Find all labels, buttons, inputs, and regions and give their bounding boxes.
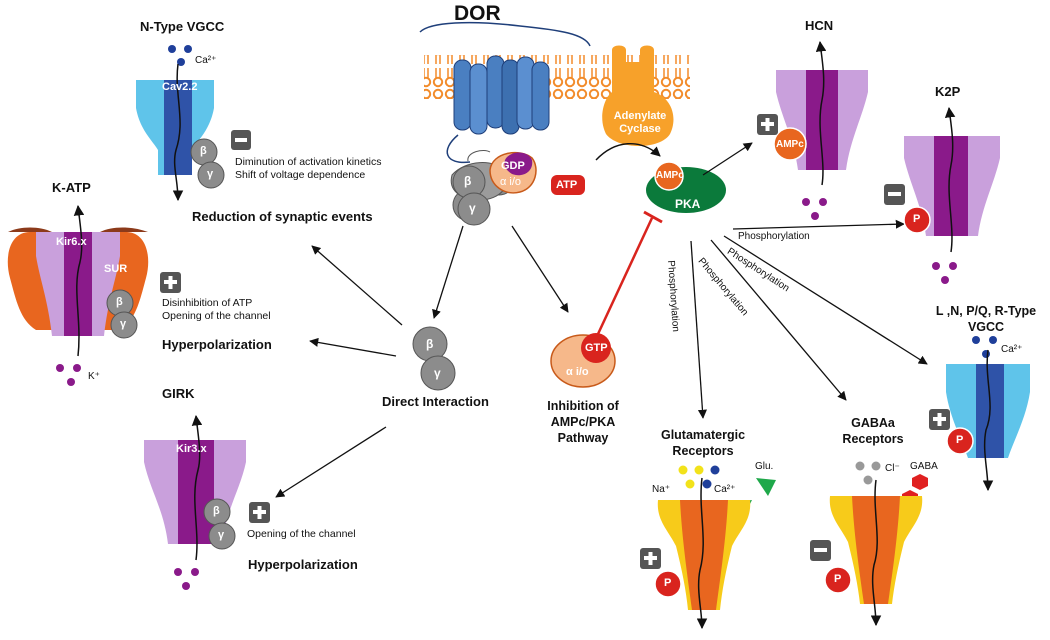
girk-channel xyxy=(144,414,246,590)
gaba-title: GABAa Receptors xyxy=(842,416,904,446)
gaba-p-circle xyxy=(824,566,852,594)
atp-to-pka-arrow xyxy=(595,142,661,161)
pka-ampc-label: AMPc xyxy=(656,170,684,181)
glut-glu-label: Glu. xyxy=(755,461,774,472)
k2p-minus-bar xyxy=(888,192,901,196)
arrow-g-to-inhibition xyxy=(511,225,569,313)
n-type-vgcc-channel xyxy=(136,45,225,202)
girk-result: Hyperpolarization xyxy=(248,557,358,572)
adenylate-cyclase-shape xyxy=(602,45,674,146)
arrow-pka-to-vgcc xyxy=(723,235,928,365)
girk-beta-label: β xyxy=(213,505,220,517)
hcn-ampc-circle xyxy=(773,127,807,161)
glutamatergic-receptor-channel xyxy=(657,465,776,630)
ntype-ion-label: Ca²⁺ xyxy=(195,55,217,66)
hcn-ampc-label: AMPc xyxy=(776,139,804,150)
lnpqr-vgcc-channel xyxy=(946,336,1030,492)
girk-channel-label: Kir3.x xyxy=(176,443,207,455)
katp-channel xyxy=(7,204,149,386)
arrow-pka-to-glut xyxy=(690,240,707,419)
vgcc-p-circle xyxy=(946,427,974,455)
arrow-pka-to-gaba xyxy=(710,239,847,401)
direct-beta-label: β xyxy=(426,337,434,351)
gtp-alpha-label: α i/o xyxy=(566,366,589,378)
adenylate-cyclase-label: Adenylate Cyclase xyxy=(613,110,667,135)
katp-ion-label: K⁺ xyxy=(88,371,100,382)
k2p-p-circle xyxy=(903,206,931,234)
katp-effect-line1: Disinhibition of ATP xyxy=(162,297,253,309)
hcn-plus-v xyxy=(765,118,770,131)
glut-plus-v xyxy=(648,552,653,565)
katp-title: K-ATP xyxy=(52,180,91,195)
alpha-io-label: α i/o xyxy=(500,176,522,188)
gaba-cl-label: Cl⁻ xyxy=(885,463,900,474)
glut-p-circle xyxy=(654,570,682,598)
gaba-gaba-label: GABA xyxy=(910,461,938,472)
girk-gamma-label: γ xyxy=(218,529,225,541)
k2p-p-label: P xyxy=(913,213,921,225)
hcn-title: HCN xyxy=(805,18,834,33)
gabaa-receptor-channel xyxy=(829,461,928,627)
inhibition-pathway-label: Inhibition of AMPc/PKA Pathway xyxy=(547,399,619,445)
atp-box xyxy=(551,175,585,195)
ntype-beta-label: β xyxy=(200,145,207,157)
ntype-result: Reduction of synaptic events xyxy=(192,209,373,224)
inhibition-bar xyxy=(643,210,663,224)
katp-channel-label: Kir6.x xyxy=(56,236,87,248)
dor-receptor xyxy=(419,21,591,164)
katp-effect-line2: Opening of the channel xyxy=(162,310,271,322)
pka-label: PKA xyxy=(675,197,701,211)
g-protein-complex xyxy=(450,149,537,226)
glut-na-label: Na⁺ xyxy=(652,484,671,495)
katp-plus-v xyxy=(168,276,173,289)
inhibition-line xyxy=(596,217,654,335)
katp-beta-label: β xyxy=(116,296,123,308)
gdp-label: GDP xyxy=(501,160,525,172)
arrow-direct-to-girk xyxy=(275,426,387,498)
phos-k2p-label: Phosphorylation xyxy=(738,231,810,242)
arrow-direct-to-katp xyxy=(309,337,397,357)
gaba-minus-bar xyxy=(814,548,827,552)
ntype-gamma-label: γ xyxy=(207,168,214,180)
dor-title: DOR xyxy=(454,2,501,25)
glut-title: Glutamatergic Receptors xyxy=(660,428,746,458)
ntype-effect-line2: Shift of voltage dependence xyxy=(235,169,366,181)
katp-gamma-label: γ xyxy=(120,318,127,330)
girk-title: GIRK xyxy=(162,386,195,401)
atp-label: ATP xyxy=(556,179,578,191)
girk-effect: Opening of the channel xyxy=(247,528,356,540)
g-beta-label: β xyxy=(464,174,472,188)
direct-interaction-label: Direct Interaction xyxy=(382,394,489,409)
girk-plus-v xyxy=(257,506,262,519)
ampc-on-pka xyxy=(654,161,684,191)
ntype-minus-bar xyxy=(235,138,247,142)
vgcc-plus-v xyxy=(937,413,942,426)
direct-gamma-label: γ xyxy=(434,366,441,380)
gaba-p-label: P xyxy=(834,573,842,585)
k2p-channel xyxy=(904,106,1000,284)
gtp-alpha-subunit xyxy=(550,333,616,388)
ntype-title: N-Type VGCC xyxy=(140,19,225,34)
gtp-label: GTP xyxy=(585,342,608,354)
direct-gamma xyxy=(420,355,456,391)
vgcc-title: L ,N, P/Q, R-Type VGCC xyxy=(935,304,1037,334)
arrow-direct-to-ntype xyxy=(311,245,403,326)
ntype-channel-label: Cav2.2 xyxy=(162,81,198,93)
vgcc-p-label: P xyxy=(956,434,964,446)
arrow-g-to-direct xyxy=(432,225,464,319)
glut-ca-label: Ca²⁺ xyxy=(714,484,736,495)
ntype-effect-line1: Diminution of activation kinetics xyxy=(235,156,382,168)
arrow-pka-to-hcn xyxy=(702,142,753,176)
katp-result: Hyperpolarization xyxy=(162,337,272,352)
g-gamma-label: γ xyxy=(469,201,476,215)
katp-sur-label: SUR xyxy=(104,263,128,275)
arrow-pka-to-k2p xyxy=(732,219,905,230)
k2p-title: K2P xyxy=(935,84,961,99)
glut-p-label: P xyxy=(664,577,672,589)
vgcc-ion-label: Ca²⁺ xyxy=(1001,344,1023,355)
